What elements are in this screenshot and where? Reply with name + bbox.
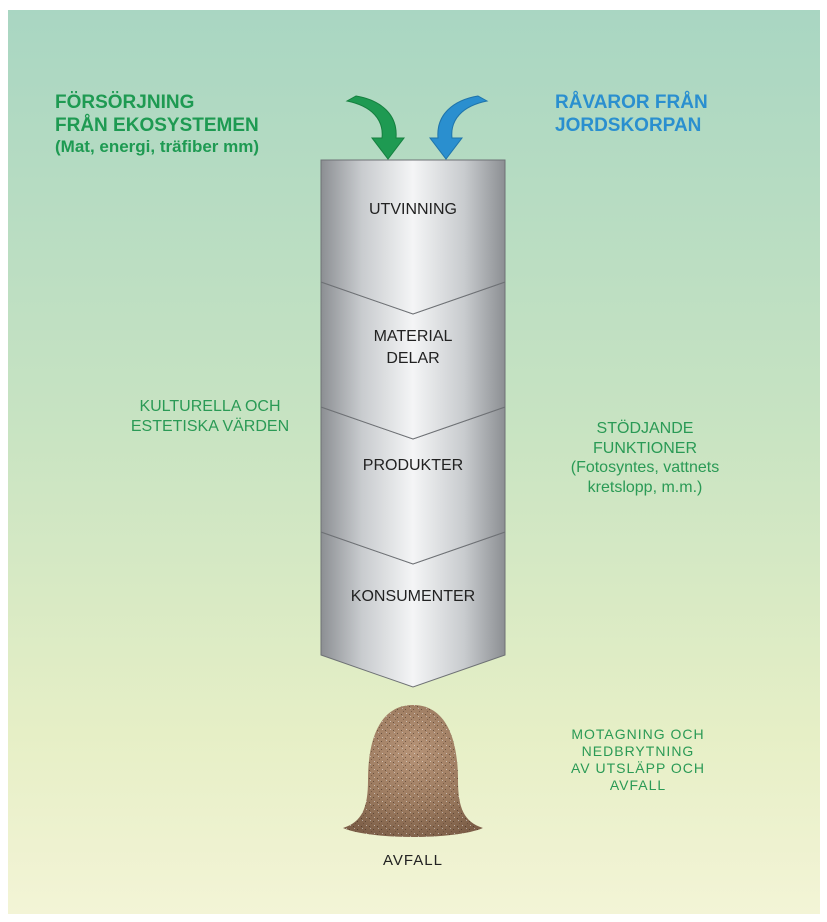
ecosystem-supply-line2: FRÅN EKOSYSTEMEN (55, 115, 259, 137)
ecosystem-supply-label: FÖRSÖRJNING FRÅN EKOSYSTEMEN (Mat, energ… (55, 91, 259, 158)
waste-handling-line4: AVFALL (609, 777, 667, 794)
crust-raw-materials-line1: RÅVAROR FRÅN (555, 92, 708, 113)
ecosystem-supply-line3: (Mat, energi, träfiber mm) (55, 137, 260, 157)
cultural-values-line2: ESTETISKA VÄRDEN (130, 417, 290, 435)
crust-raw-materials-line2: JORDSKORPAN (555, 115, 702, 137)
stage-label-material-delar: MATERIAL DELAR (373, 328, 453, 368)
waste-handling-line2: NEDBRYTNING (581, 743, 695, 760)
stage-label-utvinning: UTVINNING (369, 201, 457, 218)
supporting-functions-line2: FUNKTIONER (593, 439, 697, 457)
waste-handling-label: MOTAGNING OCH NEDBRYTNING AV UTSLÄPP OCH… (538, 726, 738, 794)
blue-curved-arrow-icon (428, 95, 489, 160)
stage-block-utvinning (320, 159, 506, 315)
supporting-functions-line3: (Fotosyntes, vattnets (570, 459, 720, 477)
cultural-values-label: KULTURELLA OCH ESTETISKA VÄRDEN (100, 397, 320, 436)
supporting-functions-line1: STÖDJANDE (596, 420, 694, 437)
green-curved-arrow-icon (345, 95, 406, 160)
waste-pile-icon (343, 705, 483, 837)
crust-raw-materials-label: RÅVAROR FRÅN JORDSKORPAN (555, 91, 708, 137)
waste-handling-line1: MOTAGNING OCH (571, 726, 705, 742)
ecosystem-supply-line1: FÖRSÖRJNING (55, 92, 195, 113)
waste-handling-line3: AV UTSLÄPP OCH (570, 760, 706, 777)
supporting-functions-label: STÖDJANDE FUNKTIONER (Fotosyntes, vattne… (540, 419, 750, 497)
stage-label-konsumenter: KONSUMENTER (350, 588, 476, 605)
stage-label-produkter: PRODUKTER (362, 457, 464, 474)
cultural-values-line1: KULTURELLA OCH (139, 398, 281, 415)
supporting-functions-line4: kretslopp, m.m.) (587, 478, 703, 496)
waste-label: AVFALL (383, 852, 443, 869)
